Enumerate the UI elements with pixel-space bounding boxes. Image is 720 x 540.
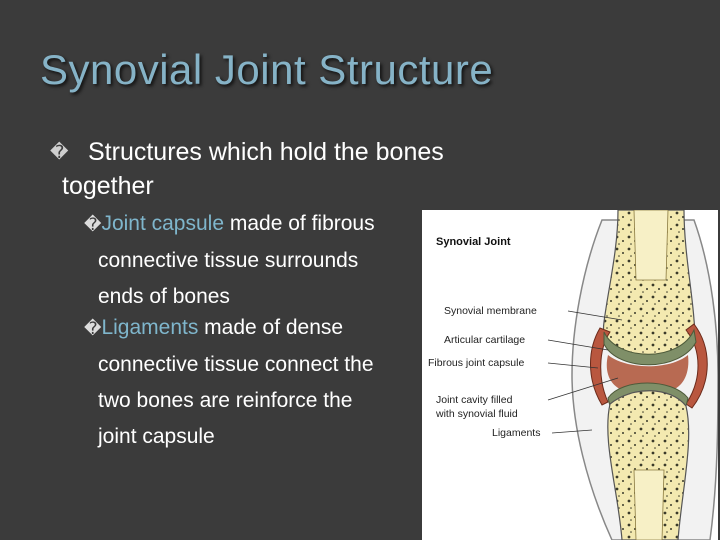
bullet-icon: � bbox=[84, 319, 102, 338]
joint-illustration: Synovial Joint Synovial membrane Articul… bbox=[428, 210, 718, 540]
main-bullet-line-2: together bbox=[62, 172, 154, 200]
sub-text: made of fibrous bbox=[224, 212, 375, 235]
sub-text: connective tissue connect the bbox=[98, 353, 374, 376]
label-ligaments: Ligaments bbox=[492, 427, 540, 439]
label-joint-cavity-1: Joint cavity filled bbox=[436, 394, 513, 406]
lower-bone bbox=[607, 390, 690, 540]
sub-bullet-joint-capsule: �Joint capsule made of fibrous connectiv… bbox=[84, 206, 424, 315]
diagram-title: Synovial Joint bbox=[436, 236, 511, 248]
upper-bone-shaft bbox=[633, 210, 669, 281]
leader-lines bbox=[547, 310, 623, 434]
articular-cartilage-upper bbox=[603, 328, 697, 366]
bullet-icon: � bbox=[84, 215, 102, 234]
sub-text: connective tissue surrounds bbox=[98, 249, 359, 272]
sub-bullet-ligaments: �Ligaments made of dense connective tiss… bbox=[84, 310, 424, 455]
label-fibrous-capsule: Fibrous joint capsule bbox=[428, 357, 524, 369]
keyword-joint-capsule: Joint capsule bbox=[101, 212, 225, 235]
label-synovial-membrane: Synovial membrane bbox=[444, 305, 537, 317]
keyword-ligaments: Ligaments bbox=[101, 316, 199, 339]
sub-text: made of dense bbox=[198, 316, 344, 339]
main-bullet-line-1: Structures which hold the bones bbox=[88, 138, 444, 166]
joint-cavity bbox=[606, 355, 689, 390]
slide-title: Synovial Joint Structure bbox=[40, 46, 494, 93]
label-articular-cartilage: Articular cartilage bbox=[444, 334, 525, 346]
sub-text: two bones are reinforce the bbox=[98, 389, 353, 412]
main-bullet: � Structures which hold the bones togethe… bbox=[50, 135, 550, 203]
lower-bone-shaft bbox=[633, 469, 665, 540]
fibrous-capsule bbox=[590, 327, 611, 406]
synovial-joint-diagram: Synovial Joint Synovial membrane Articul… bbox=[422, 210, 718, 540]
sub-text: ends of bones bbox=[98, 285, 230, 308]
label-joint-cavity-2: with synovial fluid bbox=[435, 408, 518, 420]
bullet-icon: � bbox=[50, 142, 69, 162]
sub-text: joint capsule bbox=[98, 425, 215, 448]
